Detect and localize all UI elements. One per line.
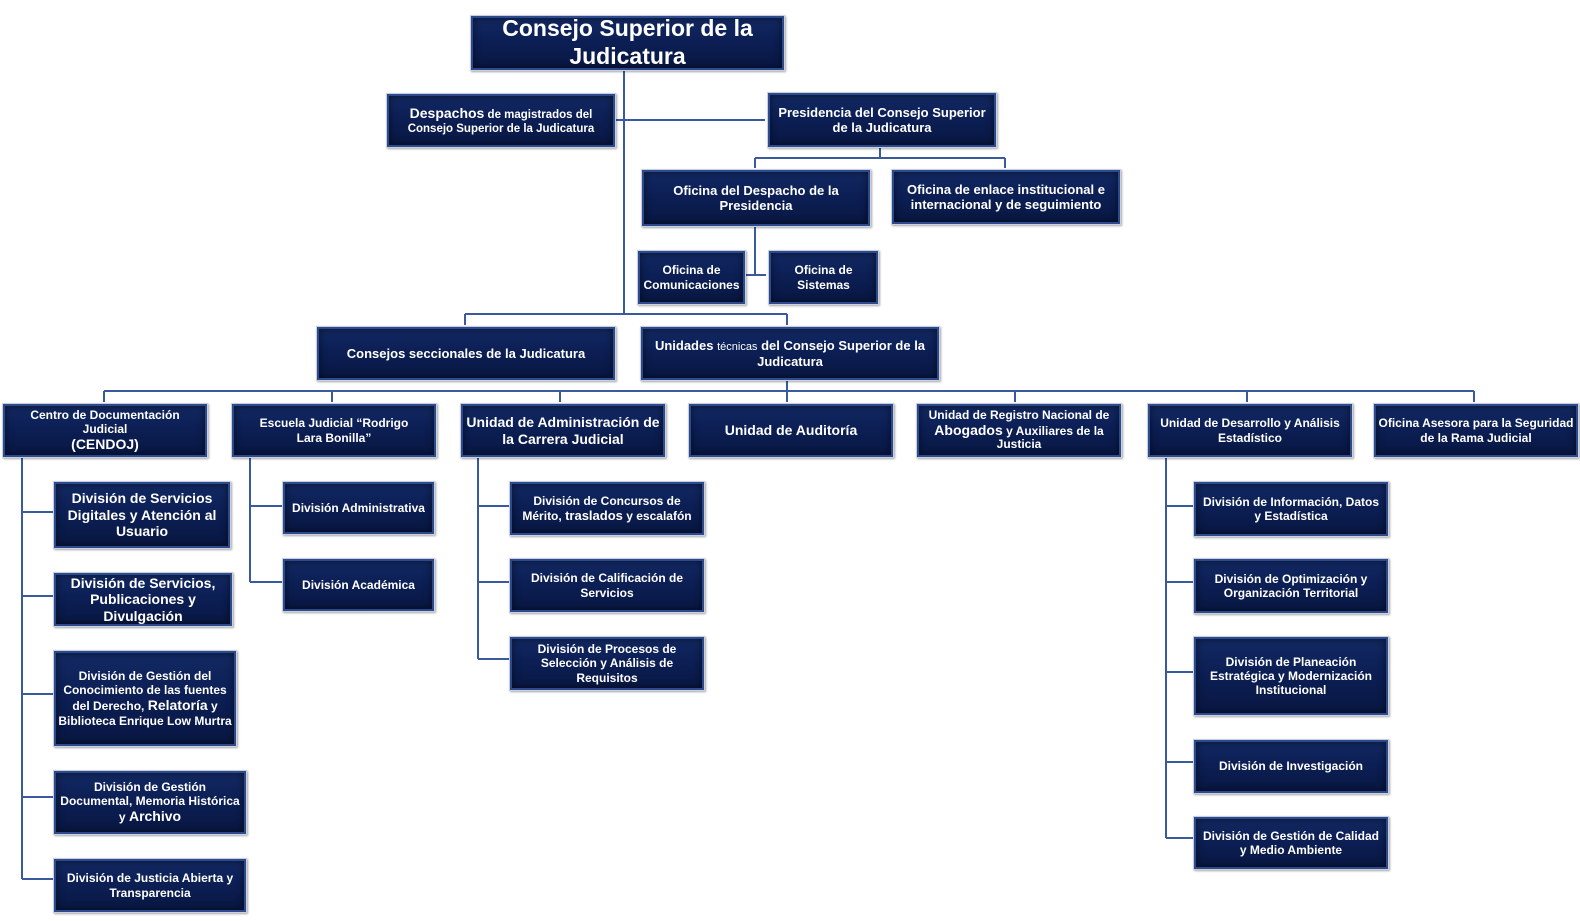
- justicia-abierta-label: División de Justicia Abierta y Transpare…: [66, 871, 234, 900]
- division-investigacion: División de Investigación: [1193, 739, 1389, 794]
- unit-registro-abogados: Unidad de Registro Nacional de Abogados …: [916, 403, 1122, 458]
- conocimiento-part2: y Biblioteca Enrique Low Murtra: [58, 699, 232, 728]
- unit-escuela-judicial: Escuela Judicial “Rodrigo Lara Bonilla”: [231, 403, 437, 458]
- planeacion-label: División de Planeación Estratégica y Mod…: [1209, 654, 1373, 698]
- concursos-part2: y escalafón: [626, 508, 692, 523]
- division-publicaciones: División de Servicios, Publicaciones y D…: [53, 572, 233, 627]
- consejos-seccionales: Consejos seccionales de la Judicatura: [316, 326, 616, 381]
- seleccion-label: División de Procesos de Selección y Anál…: [537, 642, 677, 685]
- unidades-rest: del Consejo Superior de la Judicatura: [757, 337, 926, 369]
- consejos-seccionales-label: Consejos seccionales de la Judicatura: [346, 345, 586, 361]
- informacion-label: División de Información, Datos y Estadís…: [1202, 494, 1380, 523]
- cendoj-acronym: (CENDOJ): [71, 436, 139, 453]
- division-administrativa: División Administrativa: [282, 481, 435, 535]
- registro-part2: y Auxiliares de la Justicia: [996, 423, 1104, 452]
- division-optimizacion: División de Optimización y Organización …: [1193, 558, 1389, 614]
- division-calificacion: División de Calificación de Servicios: [509, 558, 705, 613]
- division-seleccion: División de Procesos de Selección y Anál…: [509, 636, 705, 691]
- carrera-label: Unidad de Administración de la Carrera J…: [466, 413, 660, 447]
- unit-carrera-judicial: Unidad de Administración de la Carrera J…: [460, 403, 666, 458]
- despachos-rest: de magistrados del Consejo Superior de l…: [407, 108, 595, 135]
- calidad-label: División de Gestión de Calidad y Medio A…: [1202, 828, 1380, 857]
- investigacion-label: División de Investigación: [1218, 759, 1364, 774]
- documental-part1: División de Gestión Documental, Memoria …: [60, 780, 240, 825]
- oficina-enlace-institucional: Oficina de enlace institucional e intern…: [891, 169, 1121, 225]
- registro-part1: Unidad de Registro Nacional de: [928, 408, 1110, 423]
- division-planeacion: División de Planeación Estratégica y Mod…: [1193, 636, 1389, 716]
- servicios-digitales-label: División de Servicios Digitales y Atenci…: [67, 490, 217, 540]
- unidades-strong: Unidades: [654, 337, 714, 353]
- conocimiento-strong: Relatoría: [147, 697, 208, 714]
- seguridad-label: Oficina Asesora para la Seguridad de la …: [1378, 416, 1574, 445]
- division-justicia-abierta: División de Justicia Abierta y Transpare…: [53, 858, 247, 913]
- oficina-comunicaciones: Oficina de Comunicaciones: [637, 250, 746, 305]
- division-gestion-conocimiento: División de Gestión del Conocimiento de …: [53, 650, 237, 747]
- despachos-magistrados: Despachos de magistrados del Consejo Sup…: [386, 93, 616, 148]
- cendoj-label: Centro de Documentación Judicial: [30, 408, 180, 437]
- publicaciones-label: División de Servicios, Publicaciones y D…: [70, 574, 216, 624]
- oficina-sistemas: Oficina de Sistemas: [768, 250, 879, 305]
- documental-strong: Archivo: [128, 808, 182, 825]
- division-concursos: División de Concursos de Mérito, traslad…: [509, 481, 705, 536]
- division-gestion-documental: División de Gestión Documental, Memoria …: [53, 770, 247, 835]
- optimizacion-label: División de Optimización y Organización …: [1214, 571, 1368, 600]
- division-academica: División Académica: [282, 558, 435, 612]
- presidencia-consejo: Presidencia del Consejo Superior de la J…: [767, 92, 997, 148]
- unit-desarrollo-estadistico: Unidad de Desarrollo y Análisis Estadíst…: [1147, 403, 1353, 458]
- concursos-strong: traslados: [565, 507, 623, 523]
- escuela-label: Escuela Judicial “Rodrigo Lara Bonilla”: [259, 416, 409, 445]
- unit-auditoria: Unidad de Auditoría: [688, 403, 894, 458]
- despachos-strong: Despachos: [409, 104, 485, 121]
- oficina-despacho-label: Oficina del Despacho de la Presidencia: [673, 182, 839, 213]
- academica-label: División Académica: [302, 577, 415, 592]
- division-calidad: División de Gestión de Calidad y Medio A…: [1193, 816, 1389, 870]
- oficina-enlace-label: Oficina de enlace institucional e intern…: [907, 181, 1105, 212]
- conocimiento-part1: División de Gestión del Conocimiento de …: [63, 669, 227, 714]
- root-title: Consejo Superior de la Judicatura: [502, 15, 753, 69]
- oficina-despacho-presidencia: Oficina del Despacho de la Presidencia: [641, 169, 871, 227]
- sistemas-label: Oficina de Sistemas: [794, 263, 853, 292]
- desarrollo-label: Unidad de Desarrollo y Análisis Estadíst…: [1160, 416, 1340, 445]
- concursos-part1: División de Concursos de Mérito,: [522, 493, 681, 523]
- root-consejo-superior: Consejo Superior de la Judicatura: [470, 15, 785, 71]
- unit-cendoj: Centro de Documentación Judicial (CENDOJ…: [2, 403, 208, 458]
- auditoria-label: Unidad de Auditoría: [724, 422, 858, 439]
- registro-strong: Abogados: [934, 421, 1003, 438]
- division-informacion: División de Información, Datos y Estadís…: [1193, 481, 1389, 537]
- calificacion-label: División de Calificación de Servicios: [530, 571, 684, 600]
- unit-seguridad: Oficina Asesora para la Seguridad de la …: [1373, 403, 1579, 458]
- unidades-small: técnicas: [717, 340, 758, 353]
- presidencia-label: Presidencia del Consejo Superior de la J…: [778, 104, 986, 135]
- administrativa-label: División Administrativa: [292, 500, 425, 515]
- division-servicios-digitales: División de Servicios Digitales y Atenci…: [53, 481, 231, 549]
- unidades-tecnicas: Unidades técnicas del Consejo Superior d…: [640, 326, 940, 381]
- comunicaciones-label: Oficina de Comunicaciones: [643, 263, 740, 292]
